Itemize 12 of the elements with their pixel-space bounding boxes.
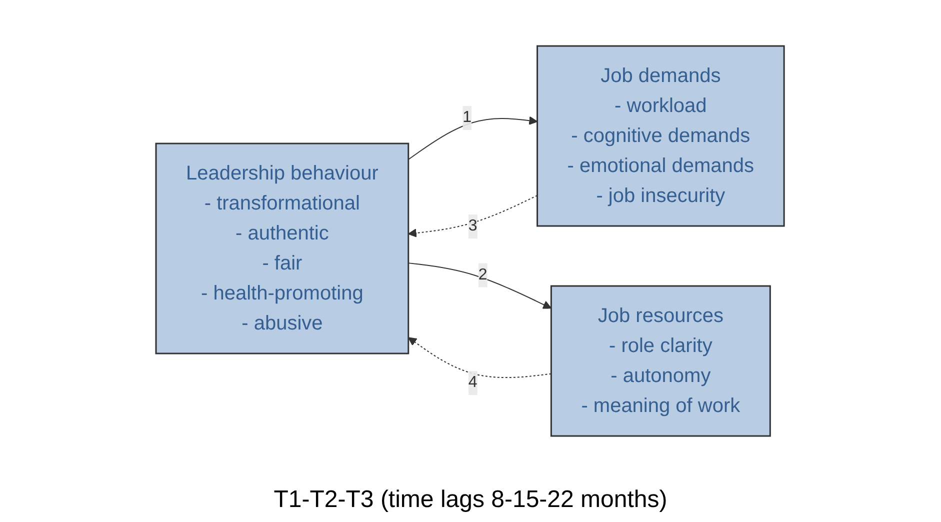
edge-label: 4 (468, 374, 478, 391)
caption: T1-T2-T3 (time lags 8-15-22 months) (274, 485, 668, 515)
edge-label: 2 (478, 266, 488, 284)
node-box: Job demands - workload - cognitive demands - emotional demands - job insecurity (537, 45, 786, 227)
edge-label: 3 (468, 218, 478, 234)
arrow (408, 262, 552, 309)
arrow (408, 116, 538, 160)
arrow (408, 194, 538, 238)
node-box: Job resources - role clarity - autonomy - meaning of work (550, 285, 772, 437)
arrow (408, 337, 552, 378)
edge-label: 1 (463, 109, 472, 126)
node-box: Leadership behaviour - transformational - authentic - fair - health-promoting - abusive (156, 142, 410, 354)
